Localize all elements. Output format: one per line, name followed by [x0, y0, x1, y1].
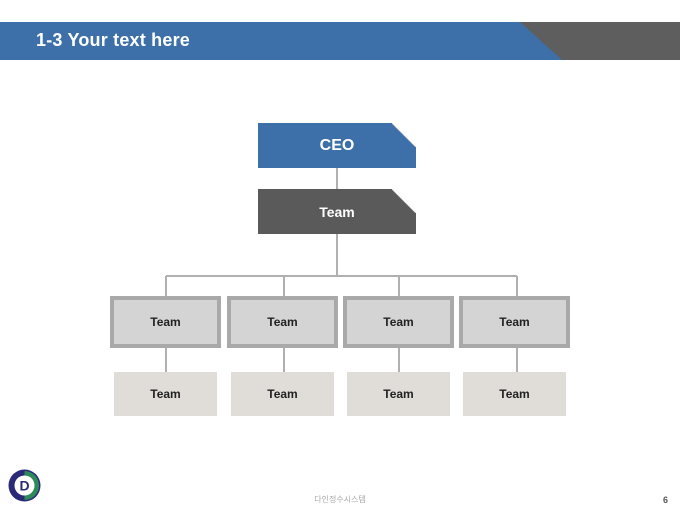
bottom-team-label: Team — [267, 387, 298, 401]
company-logo: D — [8, 469, 41, 502]
middle-team-box-1: Team — [110, 296, 221, 348]
middle-team-label: Team — [150, 315, 181, 329]
bottom-team-label: Team — [383, 387, 414, 401]
middle-team-label: Team — [267, 315, 298, 329]
footer-company-name: 다인정수시스템 — [314, 495, 366, 504]
page-title: 1-3 Your text here — [36, 30, 190, 50]
middle-team-box-2: Team — [227, 296, 338, 348]
top-team-box: Team — [258, 189, 416, 234]
header-banner: 1-3 Your text here — [0, 22, 680, 60]
middle-team-box-3: Team — [343, 296, 454, 348]
bottom-team-box-3: Team — [347, 372, 450, 416]
logo-letter: D — [19, 478, 29, 494]
bottom-team-label: Team — [499, 387, 530, 401]
middle-team-label: Team — [383, 315, 414, 329]
folded-corner — [392, 189, 416, 213]
bottom-team-box-4: Team — [463, 372, 566, 416]
page-number: 6 — [662, 495, 668, 505]
folded-corner — [392, 123, 416, 147]
ceo-box: CEO — [258, 123, 416, 168]
bottom-team-label: Team — [150, 387, 181, 401]
ceo-label: CEO — [319, 136, 355, 154]
header-background — [0, 22, 680, 60]
bottom-team-box-2: Team — [231, 372, 334, 416]
middle-team-label: Team — [499, 315, 530, 329]
top-team-label: Team — [319, 203, 355, 220]
bottom-team-box-1: Team — [114, 372, 217, 416]
middle-team-box-4: Team — [459, 296, 570, 348]
